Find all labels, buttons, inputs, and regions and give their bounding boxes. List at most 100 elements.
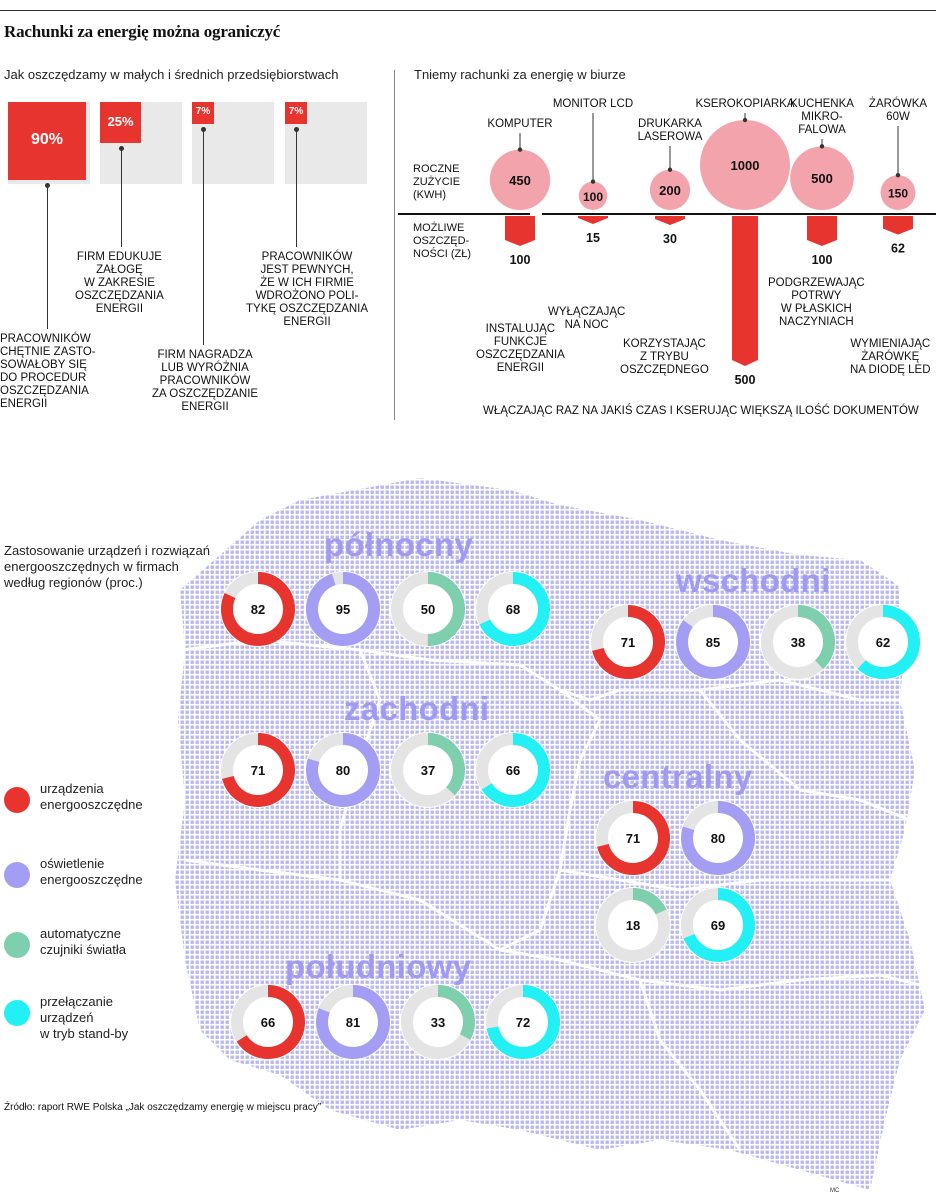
region-borders: [181, 638, 921, 1151]
survey-value-label: 90%: [30, 131, 64, 148]
legend-swatch: [4, 862, 30, 888]
donut-arc-standby: [681, 888, 755, 962]
survey-leader-dot: [118, 146, 124, 151]
donut-value: 18: [626, 918, 640, 933]
region-name: północny: [324, 526, 474, 563]
donut-value: 72: [516, 1015, 530, 1030]
donut-value: 66: [506, 763, 520, 778]
device-leader-dot: [742, 117, 748, 123]
donut-value: 69: [711, 918, 725, 933]
savings-value: 100: [812, 253, 833, 267]
panel-divider: [394, 70, 395, 420]
survey-value-label: 7%: [195, 106, 211, 117]
donut-arc-light: [316, 985, 390, 1059]
donut-arc-dev: [221, 733, 295, 807]
donut-value: 66: [261, 1015, 275, 1030]
survey-value-square: [8, 102, 86, 180]
donut-arc-dev: [231, 985, 305, 1059]
savings-value: 62: [891, 242, 905, 256]
consumption-bubble: [880, 175, 916, 210]
donut-arc-light: [681, 801, 755, 875]
survey-value-label: 25%: [107, 114, 134, 129]
savings-bar: [505, 216, 535, 246]
donut-arc-dev: [591, 605, 665, 679]
left-subtitle: Jak oszczędzamy w małych i średnich prze…: [4, 67, 339, 82]
savings-bar: [883, 216, 913, 235]
donut-arc-standby: [476, 572, 550, 646]
savings-bar: [732, 216, 758, 366]
survey-leader-dot: [201, 127, 206, 132]
consumption-bubble: [700, 120, 790, 210]
consumption-value: 150: [888, 187, 908, 201]
legend-swatch: [4, 1000, 30, 1026]
donut-value: 95: [336, 602, 350, 617]
donut-arc-dev: [221, 572, 295, 646]
savings-value: 100: [510, 253, 531, 267]
donut-value: 80: [711, 831, 725, 846]
consumption-value: 100: [583, 190, 603, 204]
donut-value: 81: [346, 1015, 360, 1030]
donut-arc-standby: [846, 605, 920, 679]
consumption-bubble: [790, 146, 854, 210]
region-name: południowy: [285, 948, 472, 985]
right-subtitle: Tniemy rachunki za energię w biurze: [414, 67, 626, 82]
survey-leader-line: [203, 128, 204, 345]
source-note: Źródło: raport RWE Polska „Jak oszczędza…: [4, 1102, 322, 1113]
donut-arc-sensor: [391, 733, 465, 807]
savings-bar: [578, 216, 608, 224]
donut-arc-sensor: [401, 985, 475, 1059]
consumption-bubble: [489, 149, 551, 210]
top-rule: [0, 10, 936, 11]
legend-swatch: [4, 787, 30, 813]
donut-value: 68: [506, 602, 520, 617]
consumption-value: 500: [811, 171, 833, 186]
savings-value: 500: [735, 373, 756, 387]
device-leader-dot: [819, 144, 825, 149]
savings-value: 30: [663, 232, 677, 246]
donut-value: 33: [431, 1015, 445, 1030]
device-name: KSEROKOPIARKA: [695, 98, 795, 110]
donut-arc-light: [306, 572, 380, 646]
survey-leader-dot: [294, 127, 299, 132]
donut-value: 71: [621, 635, 635, 650]
survey-leader-dot: [45, 183, 50, 188]
donut-arc-standby: [476, 733, 550, 807]
device-name: MONITOR LCD: [552, 98, 634, 110]
donut-arc-sensor: [391, 572, 465, 646]
donut-value: 71: [251, 763, 265, 778]
region-name: centralny: [603, 758, 753, 795]
donut-value: 71: [626, 831, 640, 846]
consumption-value: 450: [509, 173, 531, 188]
donut-arc-light: [306, 733, 380, 807]
device-leader-dot: [590, 179, 596, 184]
survey-value-square: [100, 102, 141, 143]
survey-value-label: 7%: [288, 106, 304, 117]
consumption-bubble: [649, 169, 691, 210]
donut-value: 62: [876, 635, 890, 650]
donut-value: 50: [421, 602, 435, 617]
survey-value-square: [192, 102, 214, 124]
consumption-bubble: [578, 181, 608, 210]
savings-value: 15: [586, 231, 600, 245]
consumption-value: 200: [659, 183, 681, 198]
donut-value: 80: [336, 763, 350, 778]
device-name: KOMPUTER: [487, 118, 553, 130]
donut-value: 82: [251, 602, 265, 617]
device-leader-dot: [517, 147, 523, 152]
